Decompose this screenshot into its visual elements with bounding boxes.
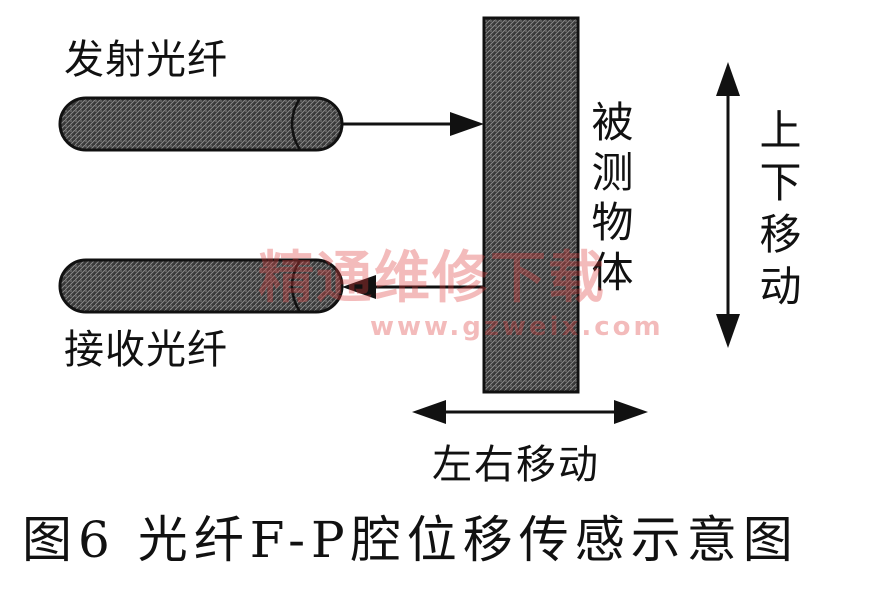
watermark-url: www.gzweix.com [370,312,664,342]
emit-fiber [58,96,344,152]
receive-fiber [58,258,344,314]
up-down-arrow [716,62,740,348]
emit-fiber-label: 发射光纤 [64,37,228,83]
measured-object-plate [482,16,580,394]
figure-caption: 图6 光纤F-P腔位移传感示意图 [22,511,799,569]
up-down-label: 上下移动 [753,108,802,316]
reflected-beam-arrow [342,275,484,299]
receive-fiber-label: 接收光纤 [64,327,228,373]
incident-beam-arrow [342,112,484,136]
left-right-label: 左右移动 [432,442,600,488]
watermark-site-name: 精通维修下载 [258,245,606,311]
measured-object-label: 被测物体 [585,100,634,300]
left-right-arrow [412,400,648,424]
